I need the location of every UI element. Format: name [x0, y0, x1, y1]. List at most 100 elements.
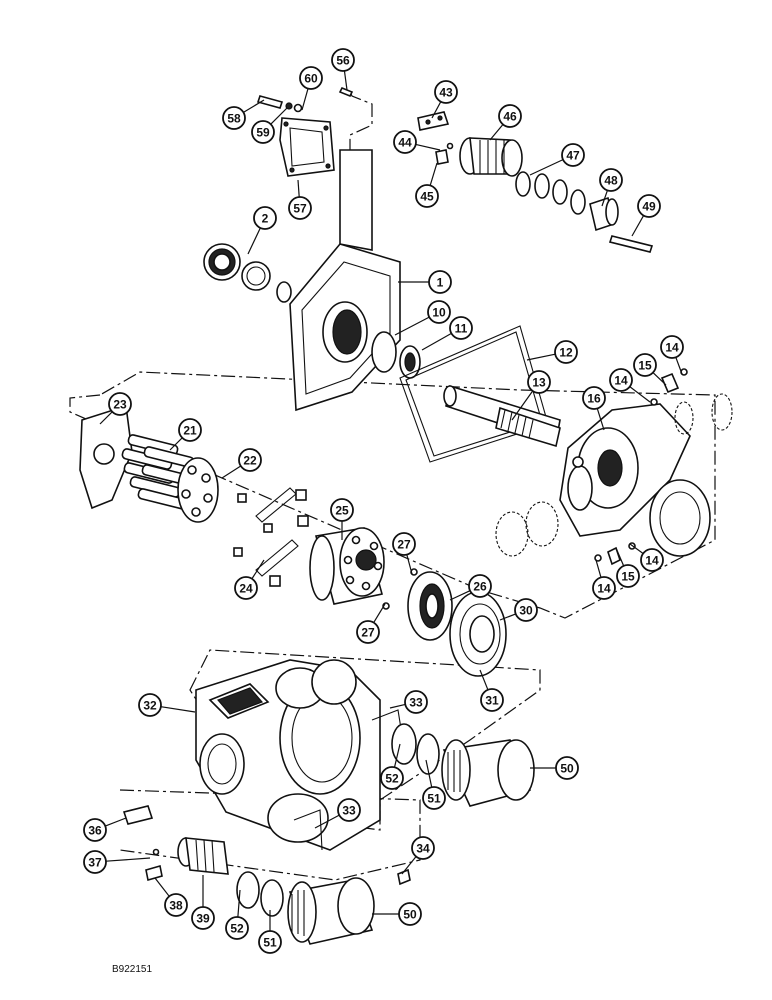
callout-c39: 39 — [191, 906, 215, 930]
callout-number: 44 — [398, 136, 412, 150]
callout-c46: 46 — [498, 104, 522, 128]
leader-c13 — [511, 390, 534, 421]
callout-circle — [138, 693, 162, 717]
callout-c52b: 52 — [225, 916, 249, 940]
leader-c52a — [393, 743, 401, 768]
callout-circle — [434, 80, 458, 104]
callout-c60: 60 — [299, 66, 323, 90]
callout-number: 58 — [227, 112, 241, 126]
callout-c34: 34 — [411, 836, 435, 860]
callout-c32: 32 — [138, 693, 162, 717]
leader-c57 — [297, 179, 300, 198]
callout-number: 50 — [403, 908, 417, 922]
callout-c38: 38 — [164, 893, 188, 917]
callout-number: 48 — [604, 174, 618, 188]
callout-number: 13 — [532, 376, 546, 390]
callout-circle — [398, 902, 422, 926]
leader-c12 — [526, 353, 556, 361]
callout-number: 59 — [256, 126, 270, 140]
callout-number: 30 — [519, 604, 533, 618]
callout-number: 14 — [614, 374, 628, 388]
callout-c33a: 33 — [404, 690, 428, 714]
callout-c50b: 50 — [398, 902, 422, 926]
callout-circle — [527, 370, 551, 394]
leader-c49 — [631, 215, 645, 237]
leader-c15b — [615, 547, 625, 567]
callout-c16: 16 — [582, 386, 606, 410]
callout-c13: 13 — [527, 370, 551, 394]
callout-circle — [288, 196, 312, 220]
callout-number: 52 — [385, 772, 399, 786]
leader-c14c — [629, 543, 644, 555]
callout-circle — [225, 916, 249, 940]
callout-circle — [660, 335, 684, 359]
callout-circle — [108, 392, 132, 416]
callout-number: 57 — [293, 202, 307, 216]
callout-c22: 22 — [238, 448, 262, 472]
callout-c51a: 51 — [422, 786, 446, 810]
cover-plate — [279, 117, 335, 177]
leader-lines — [99, 70, 683, 931]
leader-c27b — [373, 603, 386, 623]
callout-c14a: 14 — [660, 335, 684, 359]
callout-c59: 59 — [251, 120, 275, 144]
leader-c27a — [406, 554, 413, 575]
callout-circle — [393, 130, 417, 154]
leader-c37 — [105, 857, 151, 862]
callout-circle — [234, 576, 258, 600]
callout-circle — [164, 893, 188, 917]
piston-set — [121, 434, 195, 510]
callout-circle — [178, 418, 202, 442]
callout-number: 51 — [427, 792, 441, 806]
callout-c52a: 52 — [380, 766, 404, 790]
callout-circle — [449, 316, 473, 340]
callout-circle — [331, 48, 355, 72]
leader-c44 — [415, 143, 441, 151]
callout-c24: 24 — [234, 576, 258, 600]
callout-c48: 48 — [599, 168, 623, 192]
callout-number: 37 — [88, 856, 102, 870]
callout-number: 15 — [638, 359, 652, 373]
callout-number: 10 — [432, 306, 446, 320]
callout-circle — [392, 532, 416, 556]
callout-c14b: 14 — [609, 368, 633, 392]
callout-number: 14 — [645, 554, 659, 568]
callout-number: 11 — [455, 322, 468, 336]
leader-c14a — [675, 357, 683, 375]
callout-number: 33 — [342, 804, 356, 818]
callout-number: 43 — [439, 86, 453, 100]
callout-circle — [514, 598, 538, 622]
bolt-58 — [256, 95, 303, 113]
callout-number: 15 — [621, 570, 635, 584]
leader-c26 — [449, 590, 471, 601]
callout-number: 39 — [196, 912, 210, 926]
leader-c33b — [314, 814, 340, 829]
leader-c14d — [595, 559, 602, 578]
callout-circle — [592, 576, 616, 600]
drive-coupling-assembly — [417, 111, 654, 253]
ghost-bearing-rings — [495, 393, 733, 557]
housing-seals-and-caps — [236, 709, 535, 945]
leader-c48 — [601, 190, 608, 207]
callout-number: 51 — [263, 936, 277, 950]
leader-c22 — [221, 465, 242, 479]
callout-number: 12 — [559, 346, 573, 360]
callout-number: 27 — [361, 626, 375, 640]
leader-c32 — [160, 706, 196, 713]
callout-c47: 47 — [561, 143, 585, 167]
callout-c45: 45 — [415, 184, 439, 208]
callout-circle — [380, 766, 404, 790]
seal-set — [203, 243, 292, 303]
callout-circle — [83, 818, 107, 842]
leader-c58 — [243, 99, 265, 113]
callout-number: 52 — [230, 922, 244, 936]
leader-c16 — [596, 408, 605, 431]
callout-circle — [480, 688, 504, 712]
drive-shaft — [443, 384, 561, 448]
callout-circle — [427, 300, 451, 324]
callout-c50a: 50 — [555, 756, 579, 780]
callout-circle — [599, 168, 623, 192]
leader-c23 — [99, 411, 113, 425]
lower-coupling — [122, 805, 411, 886]
callout-number: 24 — [239, 582, 253, 596]
